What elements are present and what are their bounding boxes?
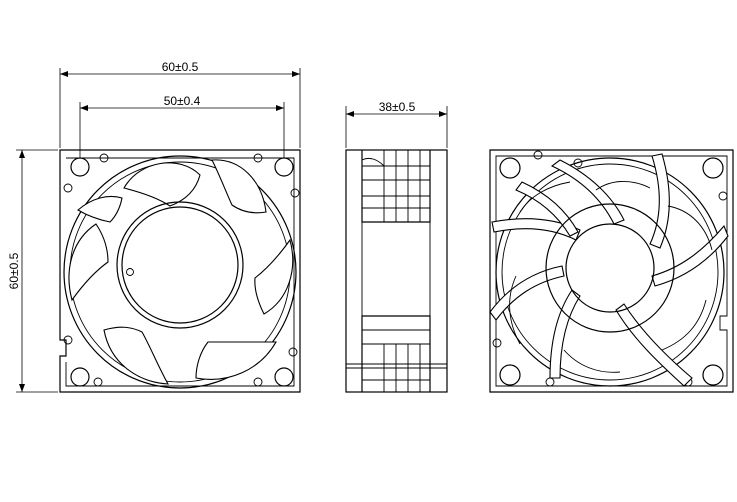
dim-text-front-width-outer: 60±0.5 bbox=[162, 60, 199, 74]
dim-side-depth: 38±0.5 bbox=[345, 100, 448, 148]
dim-text-front-height: 60±0.5 bbox=[7, 252, 21, 289]
dim-text-side-depth: 38±0.5 bbox=[379, 100, 416, 114]
back-view bbox=[489, 149, 734, 393]
side-view bbox=[345, 149, 448, 393]
dim-front-width-outer: 60±0.5 bbox=[59, 60, 301, 148]
dim-text-front-width-holes: 50±0.4 bbox=[164, 94, 201, 108]
front-view bbox=[59, 149, 301, 393]
dim-front-height: 60±0.5 bbox=[7, 149, 58, 393]
dim-front-width-holes: 50±0.4 bbox=[79, 94, 285, 158]
